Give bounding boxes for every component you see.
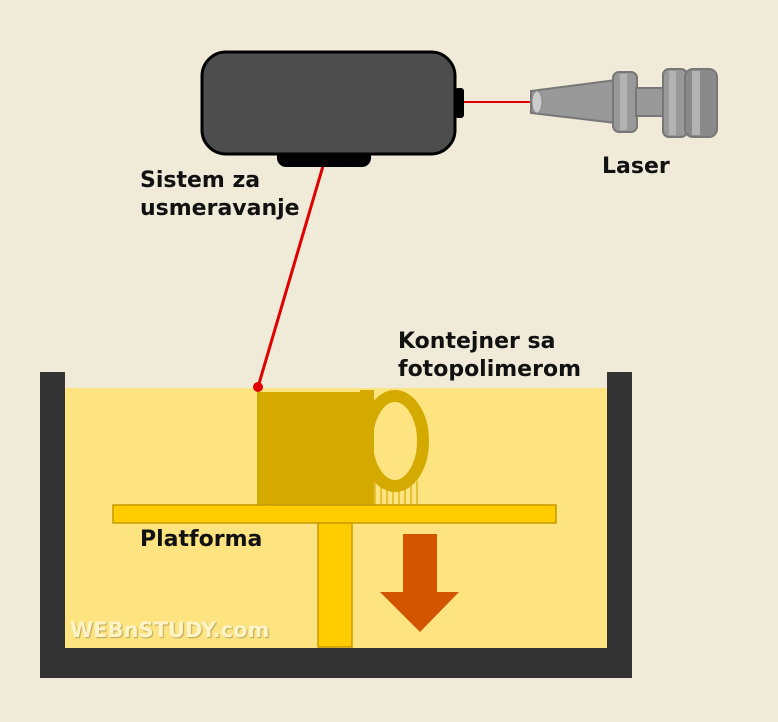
platform-label: Platforma (140, 527, 263, 552)
printed-object (257, 390, 429, 505)
steering-system-label: Sistem za usmeravanje (140, 167, 300, 223)
laser-emitter-icon (530, 68, 718, 138)
watermark: WEBnSTUDY.com (70, 618, 270, 642)
galvo-scanner-icon (200, 50, 464, 167)
steering-label-line-2: usmeravanje (140, 196, 300, 221)
vat-label-line-2: fotopolimerom (398, 357, 581, 382)
arrow-down-icon (380, 534, 459, 632)
laser-beam-to-resin (256, 165, 325, 388)
laser-label: Laser (602, 154, 670, 179)
vat-container (40, 372, 632, 678)
platform-post (317, 521, 353, 648)
steering-label-line-1: Sistem za (140, 168, 261, 193)
platform-plate (112, 504, 557, 524)
vat-label-line-1: Kontejner sa (398, 329, 556, 354)
vat-label: Kontejner sa fotopolimerom (398, 328, 581, 384)
laser-focus-point (253, 382, 263, 392)
